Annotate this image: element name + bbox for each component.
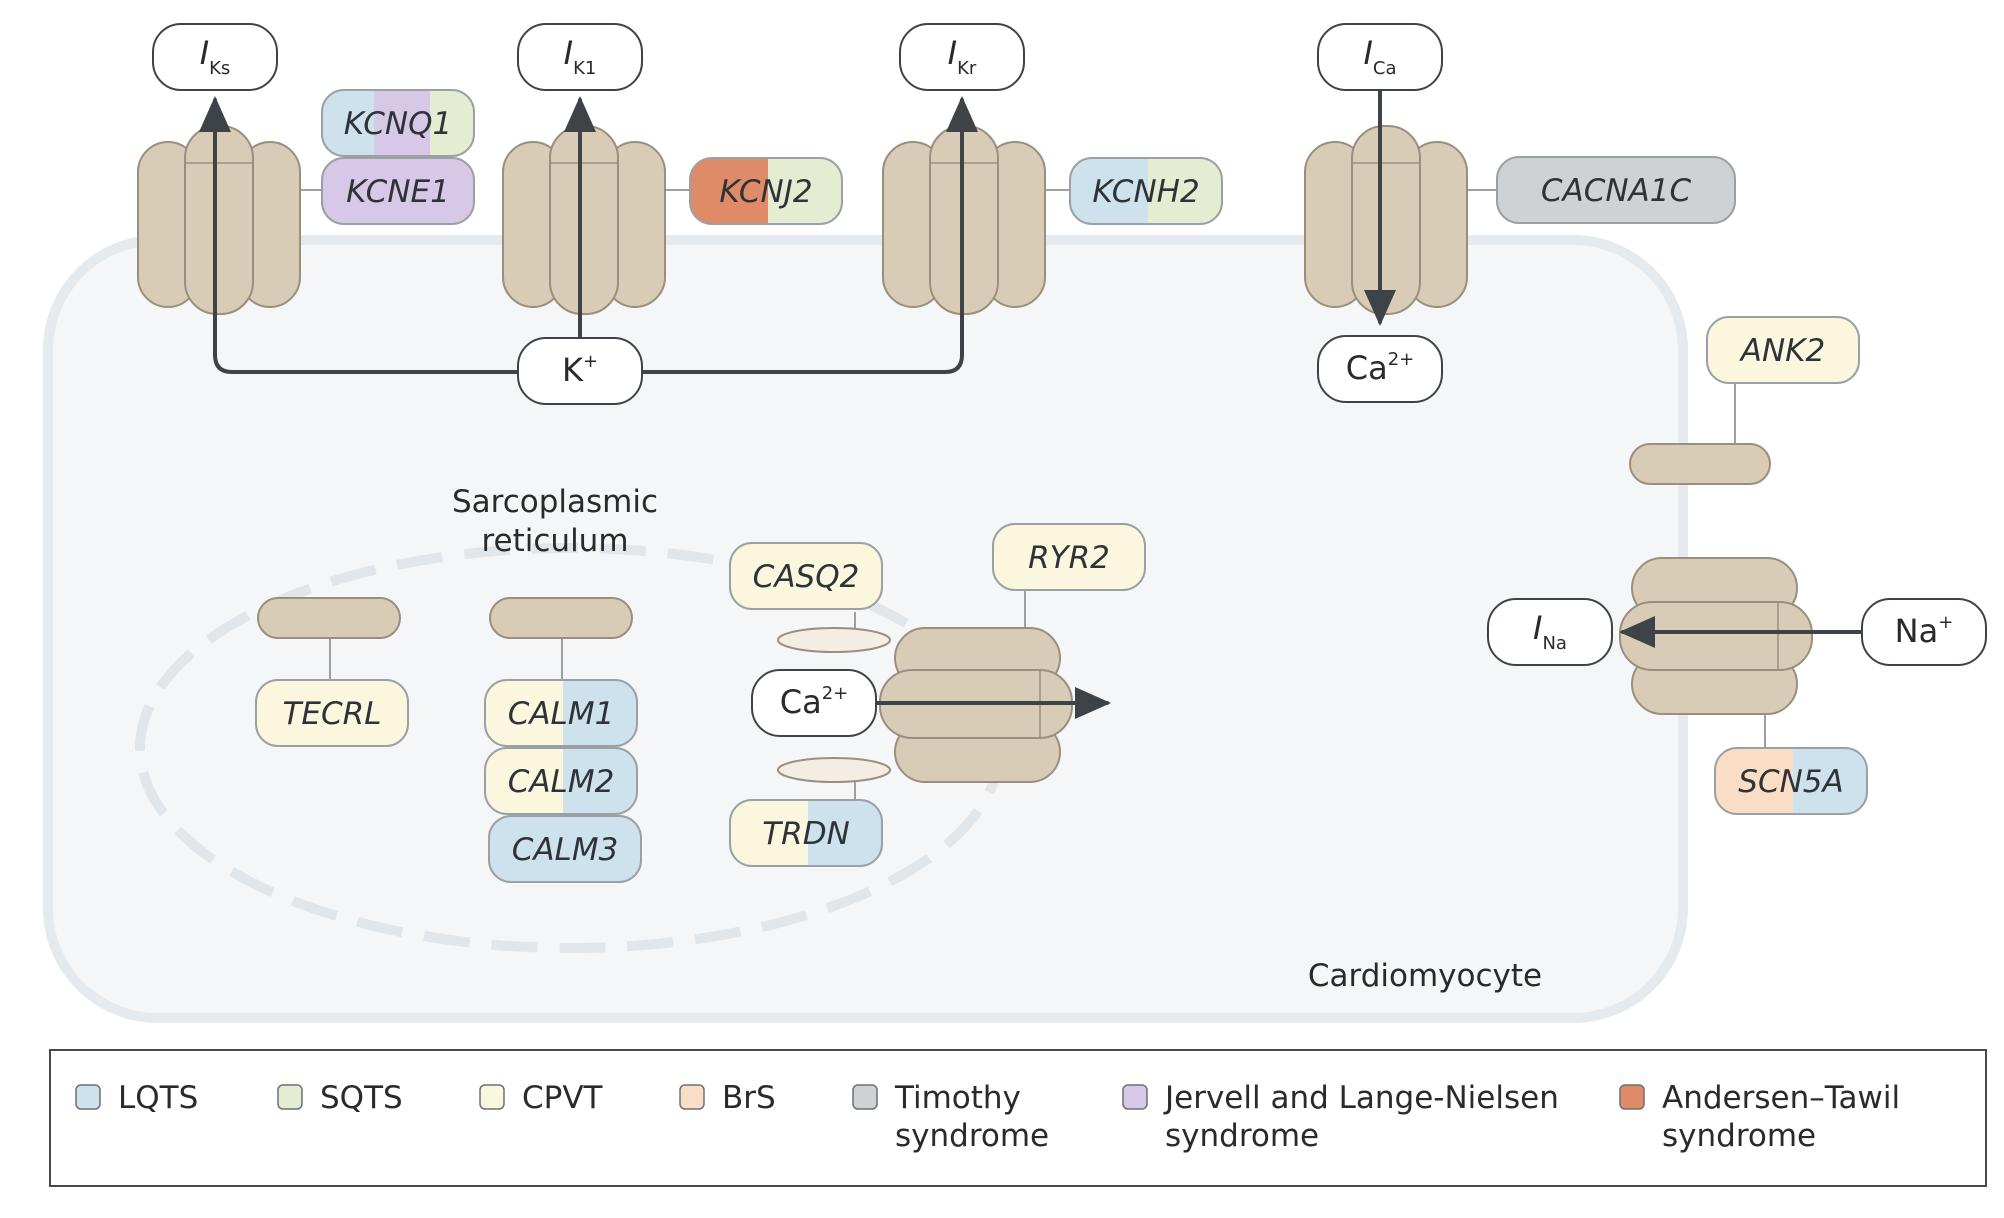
legend-label-jlns: Jervell and Lange-Nielsen [1163, 1080, 1559, 1116]
gene-ryr2-label: RYR2 [1028, 540, 1110, 576]
ina-channel [1619, 557, 1813, 715]
sodium-ion-main: Na [1895, 612, 1939, 650]
gene-trdn: TRDN [729, 799, 883, 867]
legend-swatch-andersen [1619, 1084, 1645, 1110]
legend-label-jlns-line2: syndrome [1165, 1118, 1319, 1154]
svg-text:IK1: IK1 [564, 34, 597, 79]
gene-kcnh2-label: KCNH2 [1092, 174, 1199, 210]
svg-text:Ca2+: Ca2+ [780, 683, 849, 721]
ion-flow-arrows [199, 90, 1864, 719]
gene-kcne1: KCNE1 [321, 157, 475, 225]
legend-swatch-brs [679, 1084, 705, 1110]
ica-current-sub: Ca [1373, 58, 1397, 79]
tecrl-membrane-bar [257, 597, 401, 639]
gene-kcnj2: KCNJ2 [689, 157, 843, 225]
calcium-ion-sr-box: Ca2+ [751, 669, 877, 737]
gene-kcnq1-label: KCNQ1 [344, 106, 452, 142]
iks-label-box: IKs [152, 23, 278, 91]
calcium-ion-cyto-sup: 2+ [1388, 349, 1415, 370]
legend-label-cpvt: CPVT [522, 1080, 604, 1116]
potassium-ion-main: K [562, 351, 584, 389]
cardiomyocyte-label: Cardiomyocyte [1308, 958, 1542, 994]
ina-label-box: INa [1487, 598, 1613, 666]
potassium-ion-sup: + [583, 351, 598, 372]
legend-label-brs: BrS [722, 1080, 776, 1116]
ank2-membrane-bar [1629, 443, 1771, 485]
ina-current-sub: Na [1542, 633, 1567, 654]
ica-current-main: I [1363, 34, 1372, 72]
legend-swatch-jlns [1122, 1084, 1148, 1110]
ik1-current-main: I [564, 34, 573, 72]
gene-cacna1c: CACNA1C [1496, 156, 1736, 224]
gene-ryr2: RYR2 [992, 523, 1146, 591]
gene-calm2-label: CALM2 [508, 764, 615, 800]
sodium-ion-box: Na+ [1861, 598, 1987, 666]
legend-label-timothy-line2: syndrome [895, 1118, 1049, 1154]
gene-kcnh2: KCNH2 [1069, 157, 1223, 225]
ikr-current-main: I [948, 34, 957, 72]
sodium-ion-sup: + [1938, 612, 1953, 633]
gene-tecrl: TECRL [255, 679, 409, 747]
ik1-label-box: IK1 [517, 23, 643, 91]
gene-calm2: CALM2 [484, 747, 638, 815]
svg-text:ICa: ICa [1363, 34, 1396, 79]
ina-current-main: I [1533, 609, 1542, 647]
legend-label-andersen: Andersen–Tawil [1662, 1080, 1900, 1116]
svg-text:Na+: Na+ [1895, 612, 1954, 650]
svg-text:Ca2+: Ca2+ [1346, 349, 1415, 387]
ik1-current-sub: K1 [573, 58, 596, 79]
legend-swatch-cpvt [479, 1084, 505, 1110]
gene-ank2: ANK2 [1706, 316, 1860, 384]
potassium-ion-box: K+ [517, 337, 643, 405]
gene-scn5a: SCN5A [1714, 747, 1868, 815]
iks-current-sub: Ks [209, 58, 230, 79]
legend-swatch-timothy [852, 1084, 878, 1110]
svg-text:IKs: IKs [200, 34, 231, 79]
gene-kcne1-label: KCNE1 [346, 174, 450, 210]
calcium-ion-sr-main: Ca [780, 683, 822, 721]
gene-casq2-label: CASQ2 [753, 559, 860, 595]
legend-label-sqts: SQTS [320, 1080, 403, 1116]
ica-label-box: ICa [1317, 23, 1443, 91]
ikr-label-box: IKr [899, 23, 1025, 91]
gene-kcnq1: KCNQ1 [321, 89, 475, 157]
ikr-current-sub: Kr [957, 58, 977, 79]
svg-text:INa: INa [1533, 609, 1567, 654]
gene-trdn-label: TRDN [762, 816, 850, 852]
iks-channel [137, 125, 301, 315]
gene-calm3-label: CALM3 [512, 832, 619, 868]
calcium-ion-cyto-box: Ca2+ [1317, 335, 1443, 403]
gene-scn5a-label: SCN5A [1738, 764, 1843, 800]
ica-channel [1304, 125, 1468, 315]
svg-text:K+: K+ [562, 351, 598, 389]
gene-cacna1c-label: CACNA1C [1541, 173, 1692, 209]
legend-label-timothy: Timothy [894, 1080, 1021, 1116]
gene-calm3: CALM3 [488, 815, 642, 883]
gene-casq2: CASQ2 [729, 542, 883, 610]
legend-swatch-lqts [75, 1084, 101, 1110]
calm-membrane-bar [489, 597, 633, 639]
gene-kcnj2-label: KCNJ2 [719, 174, 812, 210]
sr-label-line2: reticulum [481, 523, 628, 559]
gene-calm1-label: CALM1 [508, 696, 615, 732]
iks-current-main: I [200, 34, 209, 72]
legend-frame [49, 1049, 1987, 1187]
gene-calm1: CALM1 [484, 679, 638, 747]
legend-label-andersen-line2: syndrome [1662, 1118, 1816, 1154]
gene-ank2-label: ANK2 [1739, 333, 1825, 369]
gene-tecrl-label: TECRL [283, 696, 382, 732]
svg-text:IKr: IKr [948, 34, 977, 79]
legend-swatch-sqts [277, 1084, 303, 1110]
ik1-channel [502, 125, 666, 315]
calcium-ion-sr-sup: 2+ [822, 683, 849, 704]
legend-label-lqts: LQTS [118, 1080, 198, 1116]
calcium-ion-cyto-main: Ca [1346, 349, 1388, 387]
sr-label-line1: Sarcoplasmic [452, 484, 658, 520]
